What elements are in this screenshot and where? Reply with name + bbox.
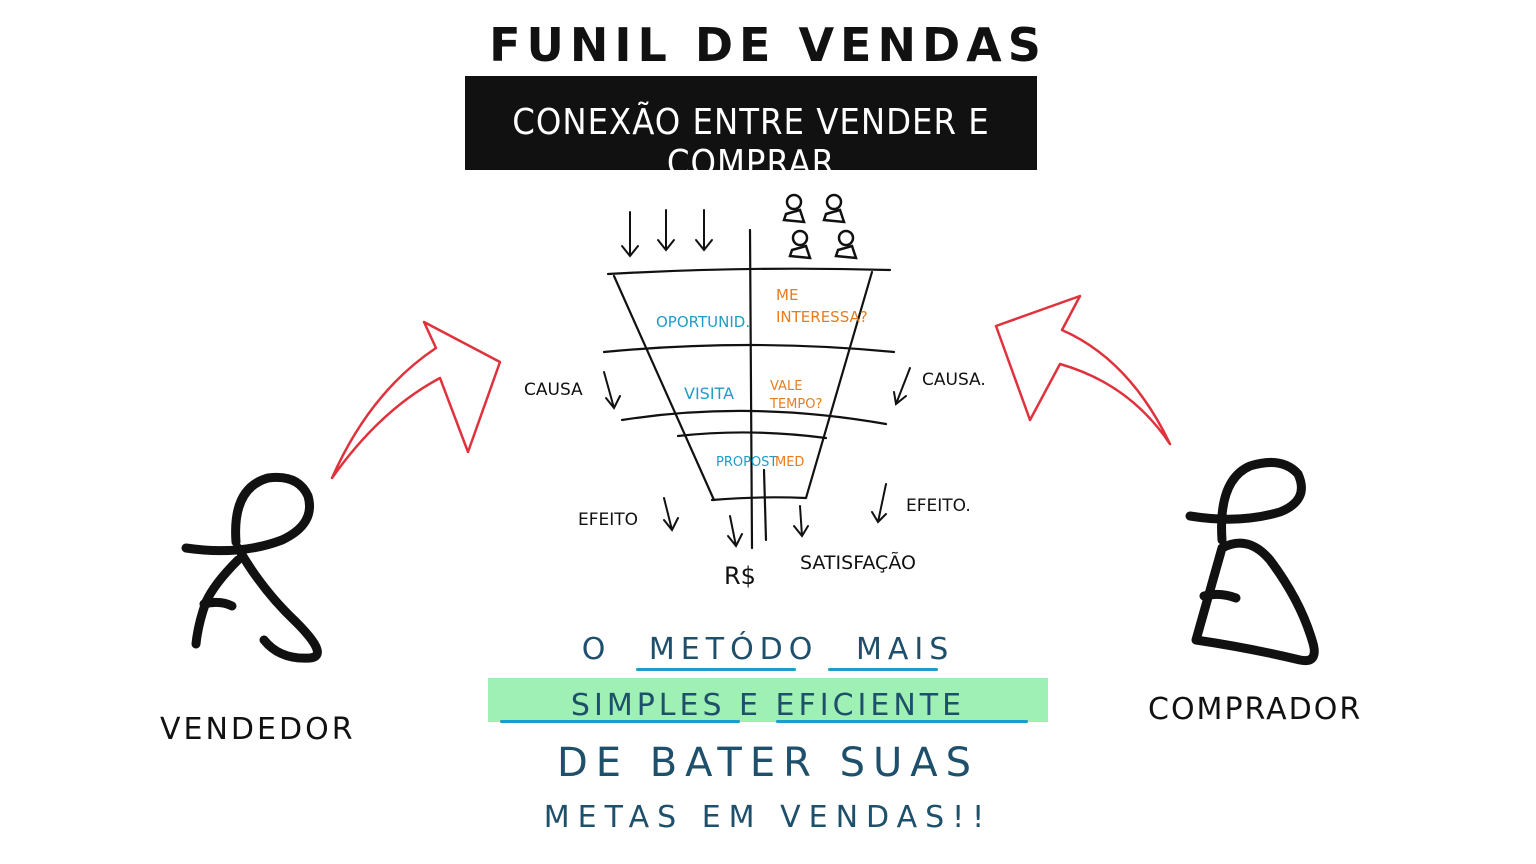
underline-simples xyxy=(500,720,740,723)
small-person-icon xyxy=(822,193,846,224)
seller-body-right xyxy=(233,543,322,663)
slogan-line-1: O METÓDO MAIS xyxy=(0,632,1536,667)
red-arrow-right xyxy=(994,294,1172,446)
red-arrow-left xyxy=(330,320,502,480)
effect-right-arrow xyxy=(871,483,887,524)
stage-interest-question: ME INTERESSA? xyxy=(776,286,868,326)
stage-med: MED xyxy=(775,455,805,470)
slogan-line-4: METAS EM VENDAS!! xyxy=(543,800,993,835)
slogan-line-3: DE BATER SUAS xyxy=(556,740,980,786)
small-person-icon xyxy=(834,229,858,260)
cause-right-label: CAUSA. xyxy=(922,370,986,390)
incoming-arrows xyxy=(621,209,713,258)
seller-arm xyxy=(199,597,237,611)
slogan-word-mais: MAIS xyxy=(855,632,955,667)
down-arrow-3 xyxy=(695,209,713,252)
stage-opportunity: OPORTUNID. xyxy=(656,313,751,331)
funnel-center-line xyxy=(748,228,754,550)
subtitle-banner: CONEXÃO ENTRE VENDER E COMPRAR xyxy=(465,76,1037,184)
stage-visit: VISITA xyxy=(684,384,735,403)
stage-proposal: PROPOST xyxy=(716,455,778,470)
slogan-word-metodo: METÓDO xyxy=(648,632,819,667)
seller-label: VENDEDOR xyxy=(160,712,356,747)
funnel-right-side xyxy=(804,270,874,500)
buyer-head xyxy=(1185,457,1306,545)
result-money-label: R$ xyxy=(724,562,756,590)
buyer-label: COMPRADOR xyxy=(1148,692,1363,727)
seller-head xyxy=(181,472,314,556)
red-arrows xyxy=(330,294,1172,480)
funnel-center-extension xyxy=(762,468,768,542)
effect-right-label: EFEITO. xyxy=(906,496,971,516)
down-arrow-1 xyxy=(621,211,639,258)
funnel-divider-1 xyxy=(602,343,896,354)
result-satisfaction-label: SATISFAÇÃO xyxy=(800,552,916,574)
underline-eficiente xyxy=(776,720,1028,723)
buyer-arm xyxy=(1199,589,1241,603)
effect-left-arrow xyxy=(663,497,679,532)
buyer-body xyxy=(1191,538,1319,666)
seller-figure xyxy=(181,472,322,663)
small-person-icon xyxy=(782,193,806,224)
small-person-icon xyxy=(788,229,812,260)
funnel-bottom xyxy=(710,496,808,502)
cause-right-arrow xyxy=(893,367,911,406)
diagram-title: FUNIL DE VENDAS xyxy=(489,18,1047,72)
cause-effect-arrows xyxy=(603,367,911,548)
funnel-divider-2 xyxy=(620,409,888,426)
underline-mais xyxy=(828,668,938,671)
diagram-subtitle: CONEXÃO ENTRE VENDER E COMPRAR xyxy=(512,102,990,184)
effect-left-label: EFEITO xyxy=(578,510,639,530)
result-left-arrow xyxy=(727,515,743,548)
cause-left-label: CAUSA xyxy=(524,380,583,400)
slogan-line-2: SIMPLES E EFICIENTE xyxy=(570,688,966,723)
result-right-arrow xyxy=(793,505,809,538)
slogan-highlight xyxy=(488,678,1048,722)
funnel-top-line xyxy=(606,267,892,276)
stage-worth-time-question: VALE TEMPO? xyxy=(770,379,823,412)
funnel-left-side xyxy=(612,274,716,502)
down-arrow-2 xyxy=(657,209,675,252)
slogan-word-o: O xyxy=(581,632,612,667)
buyer-figure xyxy=(1185,457,1319,666)
cause-left-arrow xyxy=(603,371,621,410)
underline-metodo xyxy=(636,668,796,671)
small-buyer-icons xyxy=(782,193,858,260)
sales-funnel xyxy=(602,228,896,550)
